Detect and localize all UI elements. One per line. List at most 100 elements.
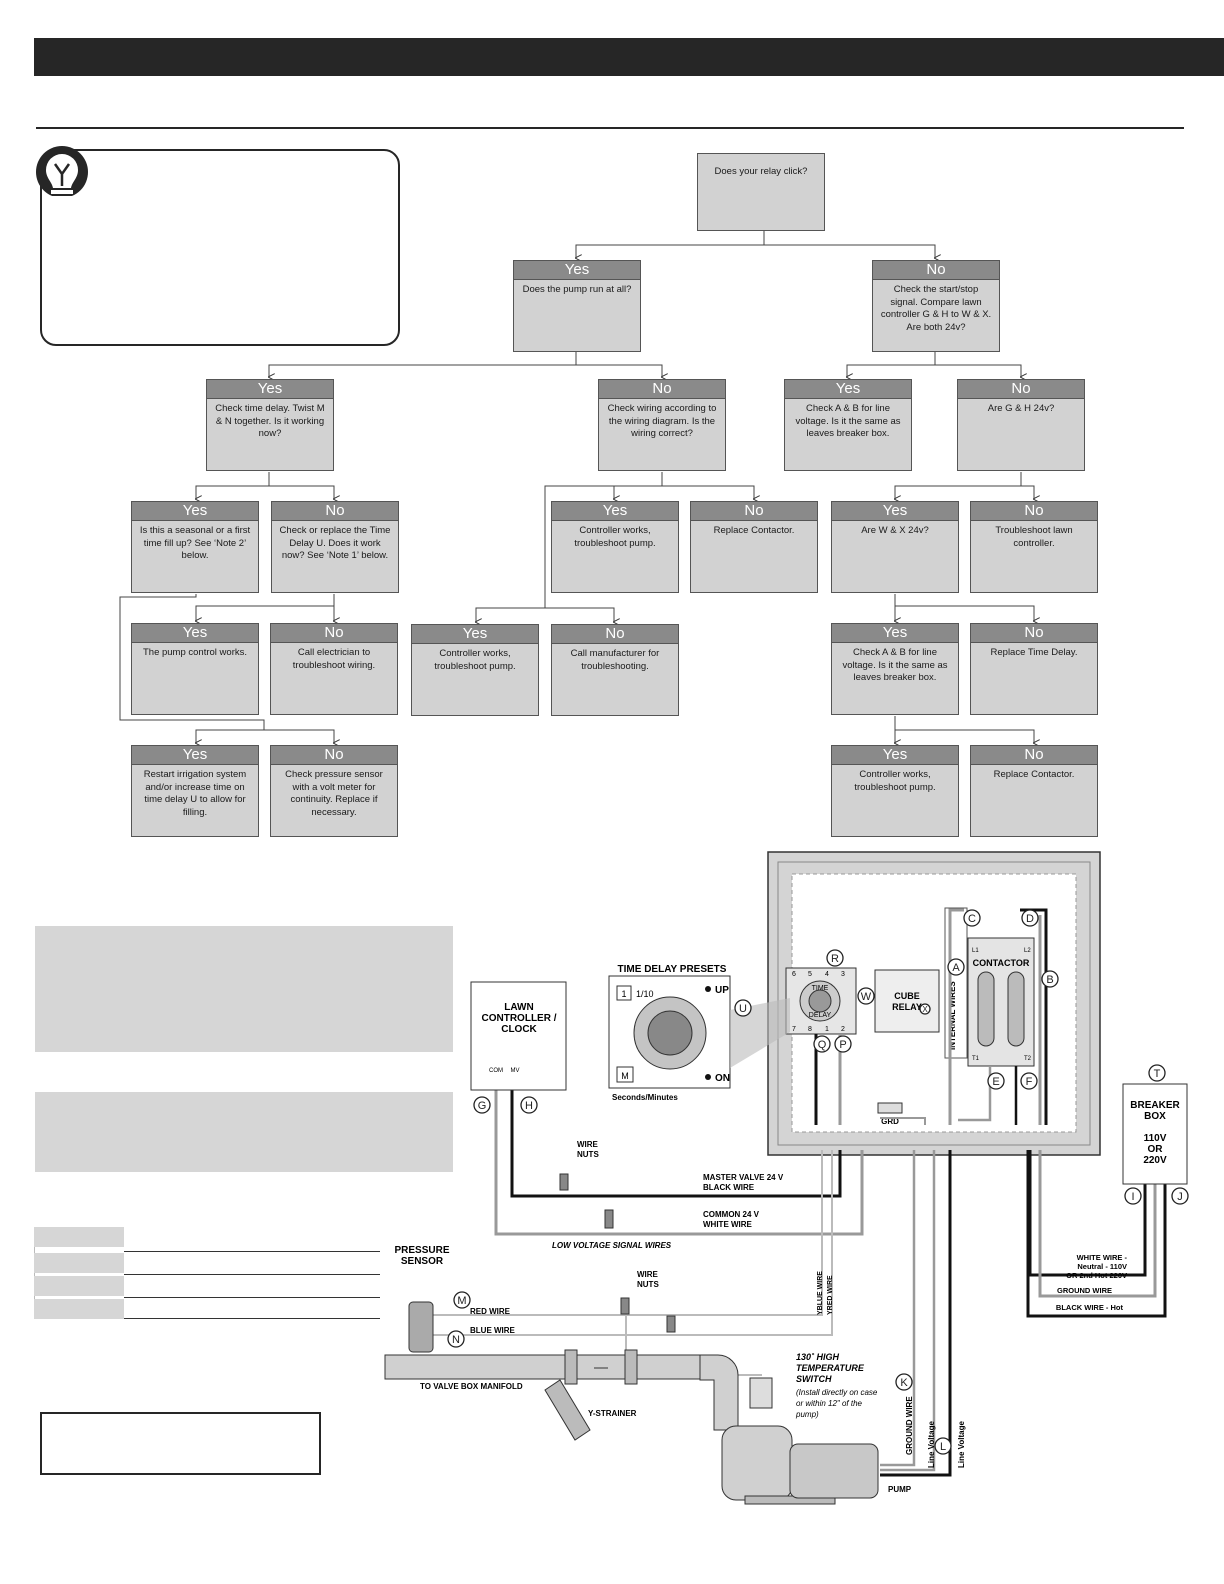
terminal-5: 5	[808, 971, 812, 978]
yred-wire-label: YRED WIRE	[827, 1275, 834, 1315]
breaker-box-label-4: OR	[1148, 1144, 1164, 1155]
note-panel-1	[35, 926, 453, 1052]
contactor-t1: T1	[972, 1056, 980, 1062]
point-b-marker	[1041, 970, 1059, 988]
node-label: Yes	[832, 502, 958, 521]
node-label: No	[271, 746, 397, 765]
point-t-marker	[1148, 1064, 1166, 1082]
legend-cell	[34, 1227, 124, 1247]
contactor-t2: T2	[1024, 1056, 1032, 1062]
flow-root-question: Does your relay click?	[714, 166, 808, 177]
high-temp-note-3: pump)	[795, 1410, 819, 1419]
point-e-label: E	[992, 1076, 999, 1088]
point-x-label: X	[922, 1005, 928, 1014]
node-label: No	[971, 746, 1097, 765]
y-strainer-label: Y-STRAINER	[588, 1409, 637, 1418]
header-rule	[36, 127, 1184, 129]
master-valve-label-1: MASTER VALVE 24 V	[703, 1173, 784, 1182]
master-valve-label-2: BLACK WIRE	[703, 1183, 755, 1192]
line-voltage-label-1: Line Voltage	[927, 1420, 936, 1468]
legend-left-edge	[34, 1227, 35, 1319]
point-k-label: K	[900, 1377, 908, 1389]
node-label: Yes	[132, 746, 258, 765]
point-p-label: P	[839, 1039, 846, 1051]
node-text: Restart irrigation system and/or increas…	[143, 769, 247, 818]
terminal-4: 4	[825, 971, 829, 978]
point-j-marker	[1171, 1187, 1189, 1205]
point-u-marker	[734, 999, 752, 1017]
com-label: COM	[489, 1068, 503, 1074]
node-label: Yes	[832, 624, 958, 643]
point-m-marker	[453, 1291, 471, 1309]
to-valve-box-label: TO VALVE BOX MANIFOLD	[420, 1382, 523, 1391]
node-text: Check A & B for line voltage. Is it the …	[842, 647, 948, 683]
node-label: Yes	[552, 502, 678, 521]
internal-wires-label: INTERNAL WIRES	[948, 981, 957, 1050]
up-label: UP	[715, 985, 729, 996]
node-label: No	[691, 502, 817, 521]
wire-nuts-label-2: NUTS	[577, 1150, 599, 1159]
node-text: Call electrician to troubleshoot wiring.	[292, 647, 376, 671]
white-wire-label-2: Neutral - 110V	[1077, 1262, 1127, 1271]
black-wire-hot-label: BLACK WIRE - Hot	[1056, 1303, 1124, 1312]
node-label: No	[971, 502, 1097, 521]
wire-nuts-label-4: NUTS	[637, 1280, 659, 1289]
terminal-1: 1	[825, 1026, 829, 1033]
node-text: Check or replace the Time Delay U. Does …	[279, 525, 391, 561]
point-x-marker	[919, 1003, 931, 1015]
node-text: Check pressure sensor with a volt meter …	[285, 769, 383, 818]
point-j-label: J	[1177, 1191, 1183, 1203]
point-t-label: T	[1154, 1068, 1161, 1080]
point-h-marker	[520, 1096, 538, 1114]
node-label: No	[599, 380, 725, 399]
node-text: The pump control works.	[142, 647, 247, 658]
white-wire-label-3: OR 2nd Hot 220V	[1066, 1271, 1127, 1280]
terminal-3: 3	[841, 971, 845, 978]
grd-label: GRD	[881, 1117, 899, 1126]
red-wire-label: RED WIRE	[470, 1307, 511, 1316]
node-text: Replace Contactor.	[713, 525, 795, 536]
wire-nuts-label-1: WIRE	[577, 1140, 599, 1149]
cube-relay-label-2: RELAY	[892, 1002, 922, 1012]
node-label: No	[272, 502, 398, 521]
node-text: Controller works, troubleshoot pump.	[574, 525, 656, 549]
point-w-label: W	[861, 991, 872, 1003]
tip-box	[40, 149, 400, 346]
point-w-marker	[857, 987, 875, 1005]
point-e-marker	[987, 1072, 1005, 1090]
white-wire-label-1: WHITE WIRE -	[1077, 1253, 1128, 1262]
pump-label: PUMP	[888, 1485, 912, 1494]
lawn-controller-label-3: CLOCK	[501, 1024, 537, 1035]
ground-wire-label: GROUND WIRE	[905, 1396, 914, 1455]
note-panel-2	[35, 1092, 453, 1172]
breaker-box-label-2: BOX	[1144, 1111, 1166, 1122]
node-text: Are G & H 24v?	[987, 403, 1055, 414]
legend-cell	[34, 1299, 124, 1319]
point-n-marker	[447, 1330, 465, 1348]
node-text: Replace Contactor.	[993, 769, 1075, 780]
node-label: Yes	[785, 380, 911, 399]
point-g-marker	[473, 1096, 491, 1114]
node-text: Check wiring according to the wiring dia…	[607, 403, 717, 439]
flow-root: Does your relay click?	[697, 153, 825, 231]
pressure-sensor-label-2: SENSOR	[401, 1256, 444, 1267]
point-c-marker	[963, 909, 981, 927]
dial-label-delay: DELAY	[809, 1012, 832, 1019]
node-text: Are W & X 24v?	[861, 525, 929, 536]
lawn-controller-label-1: LAWN	[504, 1002, 533, 1013]
node-label: No	[971, 624, 1097, 643]
ground-wire-right-label: GROUND WIRE	[1057, 1286, 1112, 1295]
line-voltage-label-2: Line Voltage	[957, 1420, 966, 1468]
point-a-label: A	[952, 962, 960, 974]
